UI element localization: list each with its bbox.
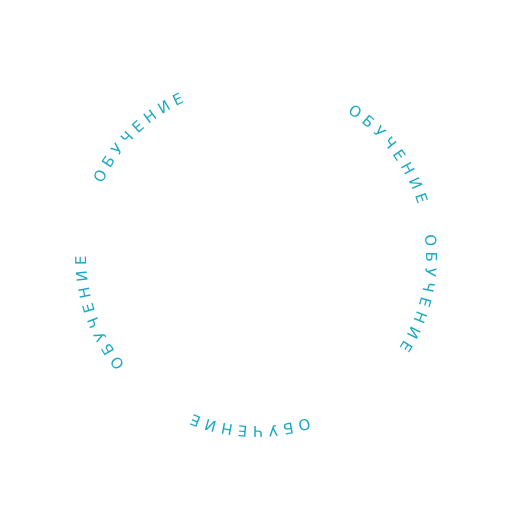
arc-label-4: ОБУЧЕНИЕ bbox=[72, 250, 128, 372]
arc-label-5: ОБУЧЕНИЕ bbox=[90, 87, 191, 185]
arc-label-2-path: ОБУЧЕНИЕ bbox=[393, 234, 435, 359]
arc-label-2: ОБУЧЕНИЕ bbox=[393, 234, 440, 359]
arc-label-1-path: ОБУЧЕНИЕ bbox=[345, 101, 428, 210]
arc-label-1: ОБУЧЕНИЕ bbox=[345, 101, 433, 210]
arc-label-5-path: ОБУЧЕНИЕ bbox=[90, 87, 186, 185]
arc-label-3: ОБУЧЕНИЕ bbox=[183, 408, 312, 440]
arc-label-3-path: ОБУЧЕНИЕ bbox=[183, 408, 307, 440]
arc-label-4-path: ОБУЧЕНИЕ bbox=[72, 250, 123, 372]
